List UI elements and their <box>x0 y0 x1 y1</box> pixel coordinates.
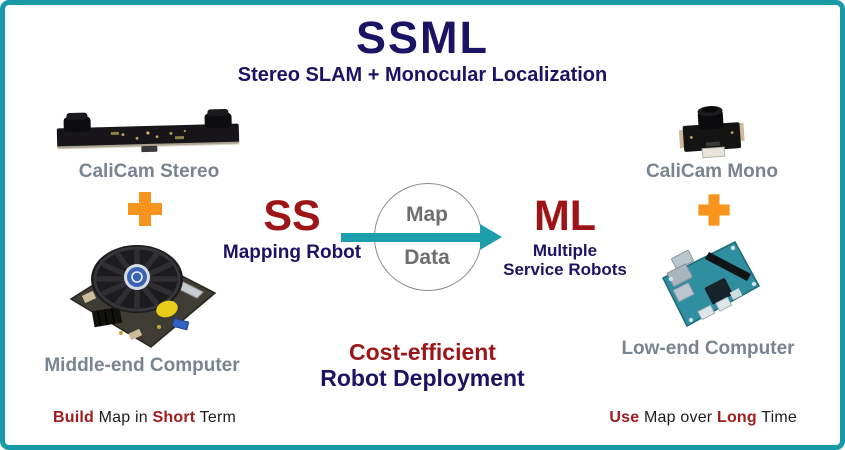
text-segment: Short <box>152 409 196 426</box>
ss-caption: Mapping Robot <box>222 242 362 263</box>
circle-map-label: Map <box>406 203 448 226</box>
mono-camera-icon <box>678 106 745 159</box>
ml-acronym: ML <box>533 192 597 240</box>
middle-end-computer-image <box>63 235 223 353</box>
text-segment: Map in <box>94 409 153 426</box>
benefit-line2: Robot Deployment <box>320 365 525 391</box>
left-bottom-note: Build Map in Short Term <box>53 409 236 427</box>
single-board-computer-icon <box>661 241 761 328</box>
ss-acronym: SS <box>263 192 321 240</box>
text-segment: Map over <box>639 409 717 426</box>
plus-icon <box>128 192 162 226</box>
page-subtitle: Stereo SLAM + Monocular Localization <box>237 64 608 86</box>
flow-arrow-icon <box>341 222 503 252</box>
motherboard-fan-icon <box>69 245 217 348</box>
middle-end-computer-label: Middle-end Computer <box>44 355 240 376</box>
calicam-mono-image <box>675 102 749 162</box>
ml-caption: Multiple Service Robots <box>500 241 630 279</box>
text-segment: Use <box>609 409 640 426</box>
text-segment: Term <box>195 409 237 426</box>
calicam-stereo-image <box>53 108 243 160</box>
plus-icon <box>698 194 730 226</box>
page-title: SSML <box>355 12 489 63</box>
circle-data-label: Data <box>404 246 450 269</box>
ml-caption-line1: Multiple <box>532 241 598 260</box>
text-segment: Long <box>716 409 757 426</box>
text-segment: Time <box>756 409 797 426</box>
ml-caption-line2: Service Robots <box>503 260 627 279</box>
text-segment: Build <box>53 409 94 426</box>
stereo-camera-icon <box>56 108 240 153</box>
calicam-mono-label: CaliCam Mono <box>646 161 778 182</box>
low-end-computer-image <box>651 234 767 330</box>
benefit-line1: Cost-efficient <box>349 339 496 365</box>
right-bottom-note: Use Map over Long Time <box>609 409 797 427</box>
calicam-stereo-label: CaliCam Stereo <box>78 161 220 182</box>
low-end-computer-label: Low-end Computer <box>621 338 795 359</box>
